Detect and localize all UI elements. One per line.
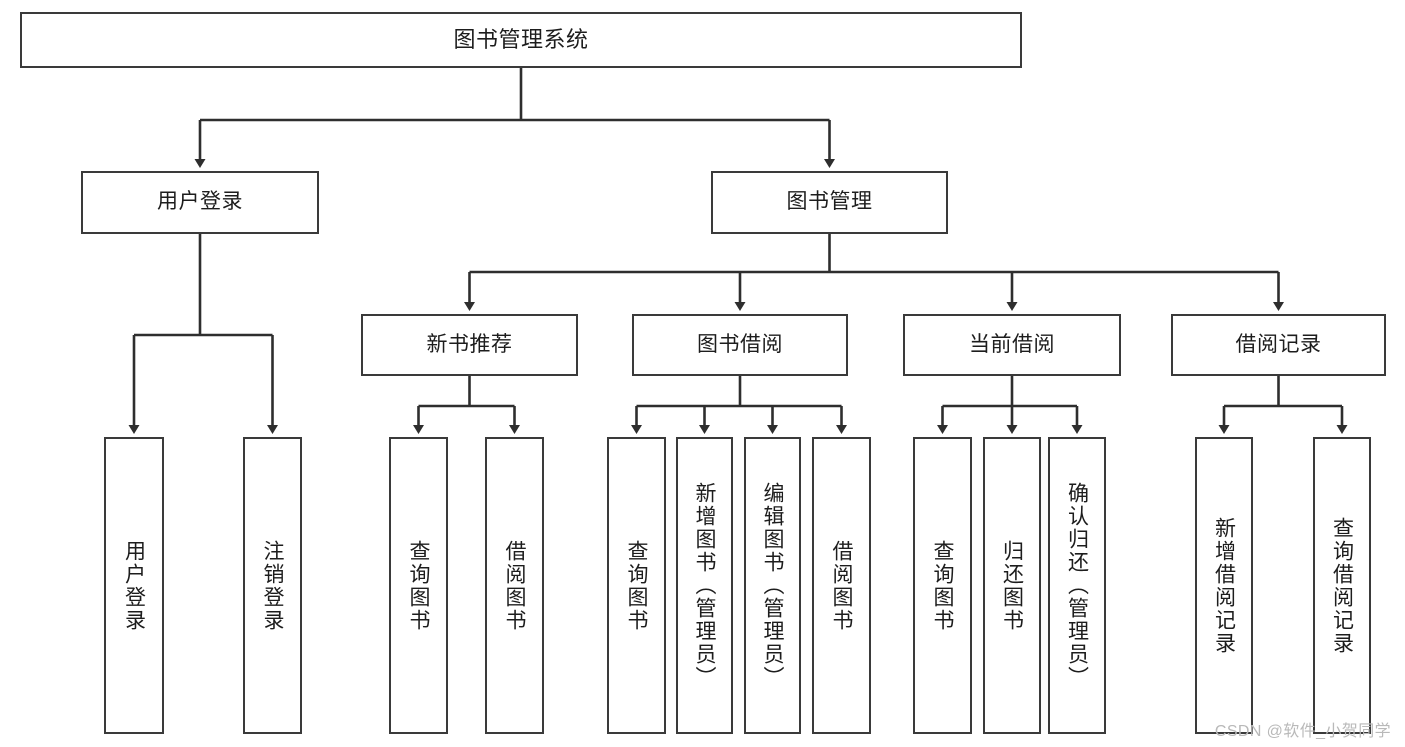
node-label: 图书借阅 xyxy=(697,332,783,356)
node-label: 图书管理系统 xyxy=(453,27,589,53)
node-label: 新书推荐 xyxy=(426,332,513,356)
node-leaf-query-book-2[interactable]: 查询图书 xyxy=(607,437,666,734)
node-book-borrow[interactable]: 图书借阅 xyxy=(632,314,848,376)
node-label: 查询图书 xyxy=(407,539,430,632)
node-label: 当前借阅 xyxy=(969,332,1055,356)
node-label: 确认归还（管理员） xyxy=(1065,482,1089,689)
node-label: 用户登录 xyxy=(157,190,243,214)
node-label: 归还图书 xyxy=(1000,539,1024,632)
node-borrow-record[interactable]: 借阅记录 xyxy=(1171,314,1386,376)
node-book-manage[interactable]: 图书管理 xyxy=(711,171,948,234)
node-label: 借阅记录 xyxy=(1235,332,1322,356)
node-leaf-borrow-book-1[interactable]: 借阅图书 xyxy=(485,437,544,734)
node-label: 查询图书 xyxy=(931,539,954,632)
node-current-borrow[interactable]: 当前借阅 xyxy=(903,314,1121,376)
node-label: 借阅图书 xyxy=(503,539,526,632)
node-leaf-query-book-1[interactable]: 查询图书 xyxy=(389,437,448,734)
node-leaf-user-logout[interactable]: 注销登录 xyxy=(243,437,302,734)
node-leaf-query-record[interactable]: 查询借阅记录 xyxy=(1313,437,1371,734)
node-leaf-user-login[interactable]: 用户登录 xyxy=(104,437,164,734)
node-user-login[interactable]: 用户登录 xyxy=(81,171,319,234)
watermark-text: CSDN @软件_小贺同学 xyxy=(1214,723,1391,740)
node-leaf-borrow-book-2[interactable]: 借阅图书 xyxy=(812,437,871,734)
node-leaf-edit-book[interactable]: 编辑图书（管理员） xyxy=(744,437,801,734)
node-label: 编辑图书（管理员） xyxy=(761,482,784,689)
node-label: 新增借阅记录 xyxy=(1212,516,1236,655)
node-label: 图书管理 xyxy=(786,190,873,214)
node-label: 注销登录 xyxy=(261,539,284,632)
node-leaf-add-record[interactable]: 新增借阅记录 xyxy=(1195,437,1253,734)
node-label: 用户登录 xyxy=(122,539,146,632)
node-leaf-confirm-return[interactable]: 确认归还（管理员） xyxy=(1048,437,1106,734)
node-leaf-add-book[interactable]: 新增图书（管理员） xyxy=(676,437,733,734)
node-label: 查询图书 xyxy=(625,539,648,632)
node-leaf-return-book[interactable]: 归还图书 xyxy=(983,437,1041,734)
node-label: 新增图书（管理员） xyxy=(693,482,716,689)
node-label: 查询借阅记录 xyxy=(1330,516,1354,655)
node-label: 借阅图书 xyxy=(830,539,853,632)
node-root[interactable]: 图书管理系统 xyxy=(20,12,1022,68)
node-new-book-rec[interactable]: 新书推荐 xyxy=(361,314,578,376)
node-leaf-query-book-3[interactable]: 查询图书 xyxy=(913,437,972,734)
